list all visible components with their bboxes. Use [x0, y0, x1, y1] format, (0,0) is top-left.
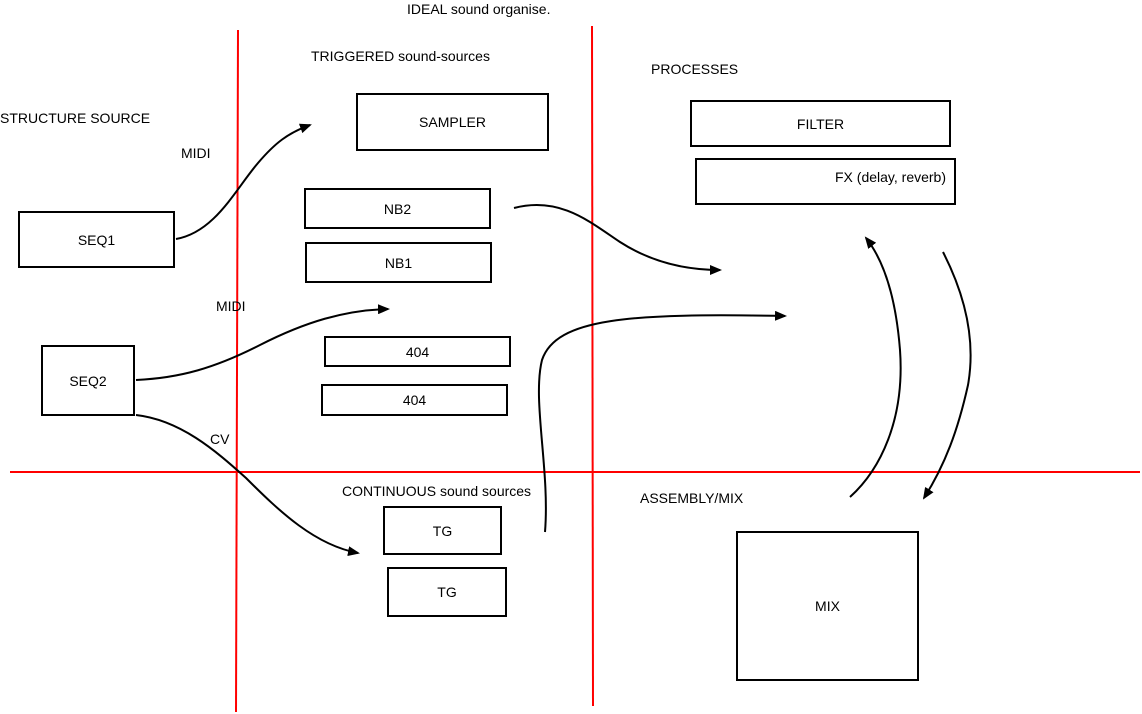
node-seq2-label: SEQ2	[69, 372, 107, 389]
section-label-assembly: ASSEMBLY/MIX	[640, 490, 744, 506]
node-mix: MIX	[736, 531, 919, 681]
node-mix-label: MIX	[815, 598, 840, 614]
node-tg-b-label: TG	[437, 584, 457, 600]
node-seq1: SEQ1	[18, 211, 175, 268]
node-fx: FX (delay, reverb)	[695, 158, 956, 205]
arrow-fx-to-mix	[922, 251, 972, 500]
node-404-a: 404	[324, 336, 511, 367]
section-label-triggered: TRIGGERED sound-sources	[311, 48, 490, 64]
node-nb1-label: NB1	[384, 254, 413, 271]
node-filter-label: FILTER	[796, 115, 845, 132]
connection-label-cv: CV	[210, 431, 230, 447]
node-nb1: NB1	[305, 242, 492, 283]
node-nb2-label: NB2	[383, 200, 412, 217]
node-sampler: SAMPLER	[356, 93, 549, 151]
node-404-b-label: 404	[402, 392, 427, 408]
section-label-structure-source: STRUCTURE SOURCE	[0, 110, 151, 126]
node-filter: FILTER	[690, 100, 951, 147]
diagram-title: IDEAL sound organise.	[407, 1, 551, 17]
node-seq2: SEQ2	[41, 345, 135, 416]
node-tg-b: TG	[387, 567, 507, 617]
node-404-b: 404	[321, 384, 508, 416]
arrow-seq2-to-tg	[135, 414, 360, 557]
arrow-tg-to-processes	[537, 310, 787, 533]
node-tg-a-label: TG	[432, 522, 453, 539]
node-404-a-label: 404	[405, 343, 430, 360]
divider-vertical-left	[235, 29, 239, 713]
connection-label-midi-2: MIDI	[216, 298, 246, 314]
arrow-seq2-to-404	[135, 304, 390, 381]
section-label-processes: PROCESSES	[651, 61, 739, 77]
divider-vertical-right	[591, 25, 594, 707]
node-fx-label: FX (delay, reverb)	[835, 168, 946, 185]
node-nb2: NB2	[304, 188, 491, 229]
section-label-continuous: CONTINUOUS sound sources	[342, 483, 532, 499]
arrow-mix-to-fx	[849, 236, 902, 498]
node-seq1-label: SEQ1	[77, 231, 116, 248]
arrow-seq1-to-sampler	[175, 123, 312, 240]
node-tg-a: TG	[383, 506, 502, 555]
node-sampler-label: SAMPLER	[419, 114, 486, 130]
arrow-nb-to-processes	[513, 203, 722, 275]
connection-label-midi-1: MIDI	[181, 145, 211, 161]
